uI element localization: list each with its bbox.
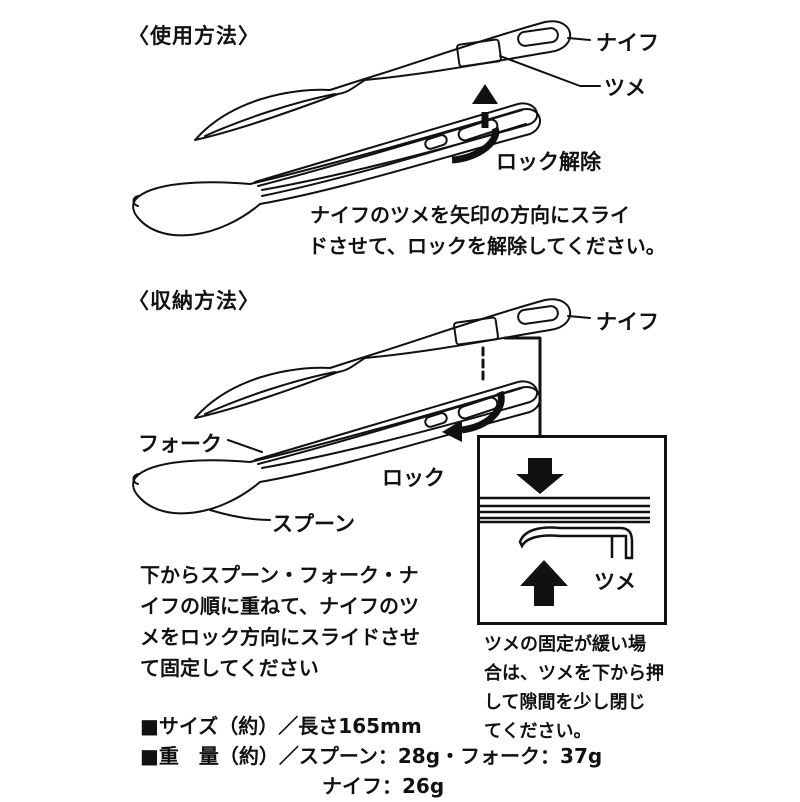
- tab-detail-inset: [477, 435, 667, 625]
- usage-label-knife: ナイフ: [596, 31, 659, 55]
- inset-label-tab: ツメ: [594, 570, 636, 594]
- note-line4: てください。: [484, 721, 592, 742]
- spoon-bottom: [132, 385, 542, 515]
- usage-instruction-line1: ナイフのツメを矢印の方向にスライ: [310, 203, 630, 227]
- note-line3: して隙間を少し閉じ: [484, 692, 646, 713]
- note-line2: 合は、ツメを下から押: [484, 663, 664, 684]
- storage-heading: 〈収納方法〉: [128, 289, 260, 313]
- storage-instruction-line4: て固定してください: [140, 656, 319, 680]
- fork-top: [254, 102, 539, 191]
- tab-detail-drawing: [480, 458, 650, 606]
- spec-size: ■サイズ（約）／長さ165mm: [140, 714, 422, 738]
- usage-heading: 〈使用方法〉: [128, 24, 260, 48]
- storage-instruction-line2: イフの順に重ねて、ナイフのツ: [140, 594, 419, 618]
- usage-instruction-line2: ドさせて、ロックを解除してください。: [308, 234, 666, 258]
- storage-label-lock: ロック: [382, 466, 445, 490]
- lock-arrow-icon: [461, 390, 505, 434]
- knife-bottom: [194, 298, 571, 419]
- storage-instruction-line3: メをロック方向にスライドさせ: [140, 625, 420, 649]
- storage-instruction-line1: 下からスプーン・フォーク・ナ: [140, 563, 419, 587]
- knife-top: [194, 20, 571, 141]
- storage-label-fork: フォーク: [138, 432, 222, 456]
- spec-weight-knife: ナイフ：26g: [322, 774, 445, 798]
- note-line1: ツメの固定が緩い場: [484, 634, 646, 655]
- spec-weight: ■重 量（約）／スプーン：28g・フォーク：37g: [140, 744, 603, 768]
- unlock-arrow-icon: [451, 112, 500, 164]
- usage-label-unlock: ロック解除: [496, 150, 601, 174]
- storage-label-knife: ナイフ: [596, 310, 659, 334]
- usage-label-tab: ツメ: [604, 76, 646, 100]
- storage-label-spoon: スプーン: [272, 512, 355, 536]
